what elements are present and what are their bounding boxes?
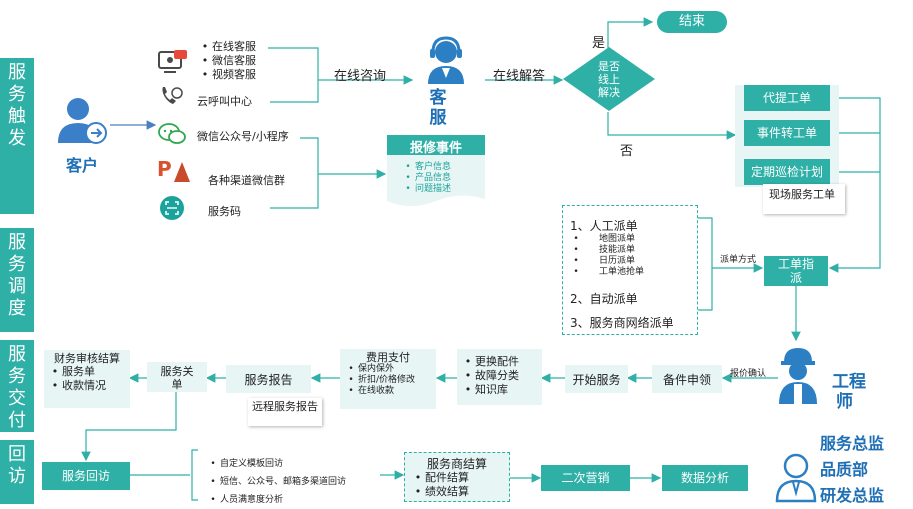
secondary-marketing: 二次营销 xyxy=(541,465,630,491)
work-order-inspection: 定期巡检计划 xyxy=(744,159,830,185)
repair-item: 更换配件 xyxy=(461,355,538,369)
repair-event: 报修事件 客户信息 产品信息 问题描述 xyxy=(387,135,485,210)
finance-review-title: 财务审核结算 xyxy=(54,352,120,365)
customer-icon xyxy=(56,95,110,149)
repair-items: 更换配件 故障分类 知识库 xyxy=(457,349,542,405)
onsite-work-order: 现场服务工单 xyxy=(763,184,845,214)
revisit-method: 人员满意度分析 xyxy=(206,491,346,509)
stage-dispatch: 服务调度 xyxy=(0,228,34,332)
stage-revisit: 回访 xyxy=(0,440,34,504)
manager-icon xyxy=(772,450,820,504)
channel-service-code: 服务码 xyxy=(208,205,241,218)
decision-text: 是否线上解决 xyxy=(598,60,620,99)
fee-payment-items: 保内保外 折扣/价格修改 在线收款 xyxy=(344,364,432,397)
channel-call-center: 云呼叫中心 xyxy=(197,95,252,108)
repair-event-items: 客户信息 产品信息 问题描述 xyxy=(401,162,451,195)
edge-online-consult: 在线咨询 xyxy=(334,69,387,84)
provider-settlement: 服务商结算 配件结算 绩效结算 xyxy=(404,452,510,502)
revisit-method: 自定义模板回访 xyxy=(206,455,346,473)
dispatch-provider: 3、服务商网络派单 xyxy=(570,316,674,330)
agent-label-line1: 客 xyxy=(429,88,447,108)
end-node: 结束 xyxy=(657,11,727,33)
roles: 服务总监 品质部 研发总监 xyxy=(820,431,884,509)
edge-quote-confirm: 报价确认 xyxy=(730,369,767,379)
engineer-icon xyxy=(775,344,821,406)
finance-review-item: 服务单 xyxy=(48,365,126,379)
fee-payment-item: 保内保外 xyxy=(344,364,432,375)
channel-wechat-groups: 各种渠道微信群 xyxy=(208,174,285,187)
stage-trigger: 服务触发 xyxy=(0,58,34,214)
wechat-icon xyxy=(158,122,186,146)
channel-wechat-service: 微信客服 xyxy=(198,54,256,68)
svg-text:P: P xyxy=(157,157,172,181)
fee-payment-title: 费用支付 xyxy=(366,351,410,364)
agent-icon xyxy=(424,34,468,86)
repair-item: 故障分类 xyxy=(461,369,538,383)
repair-items-list: 更换配件 故障分类 知识库 xyxy=(461,355,538,397)
provider-settlement-title: 服务商结算 xyxy=(426,457,487,471)
channel-wechat-mp: 微信公众号/小程序 xyxy=(197,130,289,143)
repair-event-item: 客户信息 xyxy=(401,162,451,173)
dispatch-manual-item: 工单池抢单 xyxy=(569,267,644,278)
finance-review: 财务审核结算 服务单 收款情况 xyxy=(44,350,130,408)
repair-event-item: 问题描述 xyxy=(401,184,451,195)
engineer-label-line1: 工程 xyxy=(832,372,866,392)
dispatch-manual-items: 地图派单 技能派单 日历派单 工单池抢单 xyxy=(569,234,644,278)
service-revisit: 服务回访 xyxy=(42,462,130,490)
remote-service-report: 远程服务报告 xyxy=(248,398,322,426)
agent-label-line2: 服 xyxy=(429,108,447,128)
customer-label: 客户 xyxy=(66,156,99,175)
engineer-label: 工程 师 xyxy=(832,372,866,412)
provider-settlement-items: 配件结算 绩效结算 xyxy=(411,471,503,499)
edge-no: 否 xyxy=(620,144,634,159)
dispatch-options: 1、人工派单 地图派单 技能派单 日历派单 工单池抢单 2、自动派单 3、服务商… xyxy=(562,205,698,335)
edge-yes: 是 xyxy=(592,36,606,51)
dispatch-manual-item: 日历派单 xyxy=(569,256,644,267)
online-service-icon xyxy=(157,48,189,76)
phone-icon xyxy=(158,84,184,108)
work-order-event: 事件转工单 xyxy=(744,120,830,146)
repair-event-item: 产品信息 xyxy=(401,173,451,184)
role-service-director: 服务总监 xyxy=(820,434,885,453)
channel-video-service: 视频客服 xyxy=(198,68,256,82)
revisit-method: 短信、公众号、邮箱多渠道回访 xyxy=(206,473,346,491)
decision-online-resolved: 是否线上解决 xyxy=(562,46,656,112)
agent-label: 客 服 xyxy=(427,88,449,128)
role-rd-director: 研发总监 xyxy=(820,486,885,505)
edge-dispatch-method: 派单方式 xyxy=(720,255,757,265)
channel-group-1: 在线客服 微信客服 视频客服 xyxy=(198,40,256,82)
wechat-group-icon: P xyxy=(156,156,192,184)
role-quality-dept: 品质部 xyxy=(820,460,869,479)
dispatch-node-label: 工单指派 xyxy=(778,257,815,285)
repair-item: 知识库 xyxy=(461,383,538,397)
finance-review-item: 收款情况 xyxy=(48,379,126,393)
data-analysis: 数据分析 xyxy=(662,465,748,491)
start-service: 开始服务 xyxy=(565,365,628,393)
service-report: 服务报告 xyxy=(226,365,311,393)
edge-online-answer: 在线解答 xyxy=(493,69,546,84)
repair-event-title: 报修事件 xyxy=(409,141,462,156)
engineer-label-line2: 师 xyxy=(836,392,853,412)
parts-request: 备件申领 xyxy=(652,365,722,393)
channel-online-service: 在线客服 xyxy=(198,40,256,54)
stage-delivery: 服务交付 xyxy=(0,340,34,432)
work-order-proxy: 代提工单 xyxy=(744,85,830,111)
dispatch-node: 工单指派 xyxy=(764,256,828,286)
fee-payment-item: 在线收款 xyxy=(344,386,432,397)
fee-payment-item: 折扣/价格修改 xyxy=(344,375,432,386)
provider-settlement-item: 配件结算 xyxy=(411,471,503,485)
revisit-methods: 自定义模板回访 短信、公众号、邮箱多渠道回访 人员满意度分析 xyxy=(206,455,346,509)
close-order: 服务关单 xyxy=(147,362,207,392)
dispatch-manual-title: 1、人工派单 xyxy=(570,219,638,233)
service-code-icon xyxy=(158,194,186,222)
fee-payment: 费用支付 保内保外 折扣/价格修改 在线收款 xyxy=(340,349,436,409)
finance-review-items: 服务单 收款情况 xyxy=(48,365,126,393)
dispatch-manual-item: 地图派单 xyxy=(569,234,644,245)
provider-settlement-item: 绩效结算 xyxy=(411,485,503,499)
dispatch-auto: 2、自动派单 xyxy=(570,292,638,306)
dispatch-manual-item: 技能派单 xyxy=(569,245,644,256)
